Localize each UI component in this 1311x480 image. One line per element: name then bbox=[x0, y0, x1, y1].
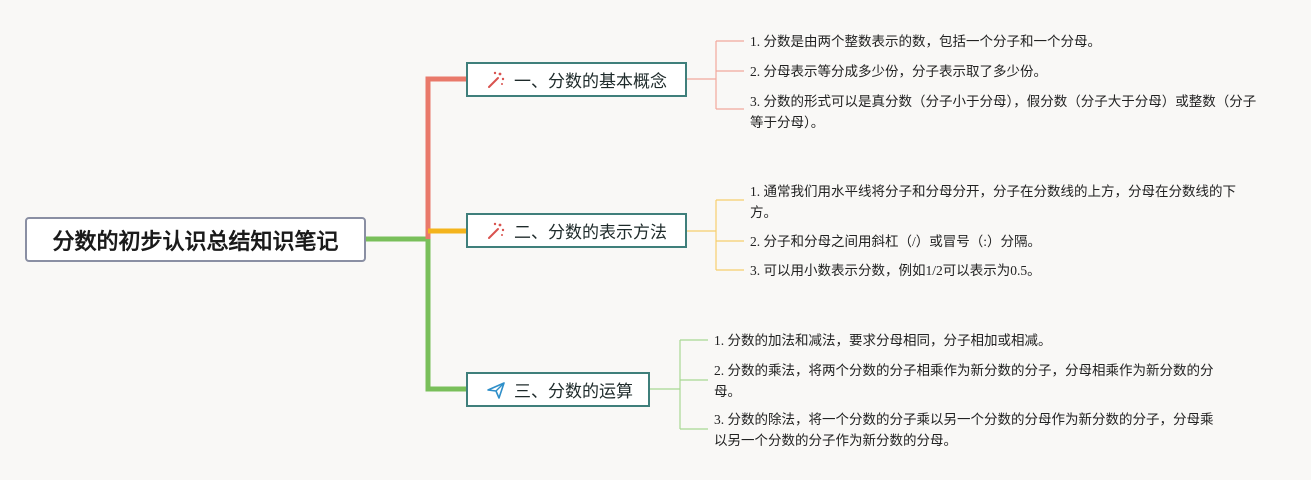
topic-title: 二、分数的表示方法 bbox=[514, 223, 667, 242]
magic-wand-icon bbox=[486, 221, 506, 241]
branch-3-connector bbox=[425, 239, 466, 392]
branch-2-leaf-bracket bbox=[687, 199, 744, 271]
topic-basic-concept[interactable]: 一、分数的基本概念 bbox=[466, 62, 687, 97]
topic-title: 三、分数的运算 bbox=[514, 382, 633, 401]
topic-representation[interactable]: 二、分数的表示方法 bbox=[466, 213, 687, 248]
leaf-item[interactable]: 1. 通常我们用水平线将分子和分母分开，分子在分数线的上方，分母在分数线的下方。 bbox=[750, 184, 1236, 220]
leaf-item[interactable]: 2. 分数的乘法，将两个分数的分子相乘作为新分数的分子，分母相乘作为新分数的分母… bbox=[714, 363, 1214, 399]
leaf-item[interactable]: 1. 分数的加法和减法，要求分母相同，分子相加或相减。 bbox=[714, 333, 1052, 348]
branch-3-leaf-bracket bbox=[650, 339, 708, 430]
topic-operations[interactable]: 三、分数的运算 bbox=[466, 372, 650, 407]
topic-title: 一、分数的基本概念 bbox=[514, 72, 667, 91]
branch-1-leaf-bracket bbox=[687, 40, 744, 110]
leaf-item[interactable]: 1. 分数是由两个整数表示的数，包括一个分子和一个分母。 bbox=[750, 34, 1101, 49]
root-title: 分数的初步认识总结知识笔记 bbox=[52, 228, 339, 254]
paper-plane-icon bbox=[486, 380, 506, 400]
leaf-item[interactable]: 3. 分数的形式可以是真分数（分子小于分母），假分数（分子大于分母）或整数（分子… bbox=[750, 94, 1257, 130]
root-topic[interactable]: 分数的初步认识总结知识笔记 bbox=[25, 217, 366, 262]
leaf-item[interactable]: 3. 分数的除法，将一个分数的分子乘以另一个分数的分母作为新分数的分子，分母乘以… bbox=[714, 412, 1214, 448]
leaf-item[interactable]: 2. 分子和分母之间用斜杠（/）或冒号（:）分隔。 bbox=[750, 234, 1042, 249]
magic-wand-icon bbox=[486, 70, 506, 90]
leaf-item[interactable]: 2. 分母表示等分成多少份，分子表示取了多少份。 bbox=[750, 64, 1047, 79]
leaf-item[interactable]: 3. 可以用小数表示分数，例如1/2可以表示为0.5。 bbox=[750, 263, 1041, 278]
branch-1-connector bbox=[425, 76, 466, 239]
